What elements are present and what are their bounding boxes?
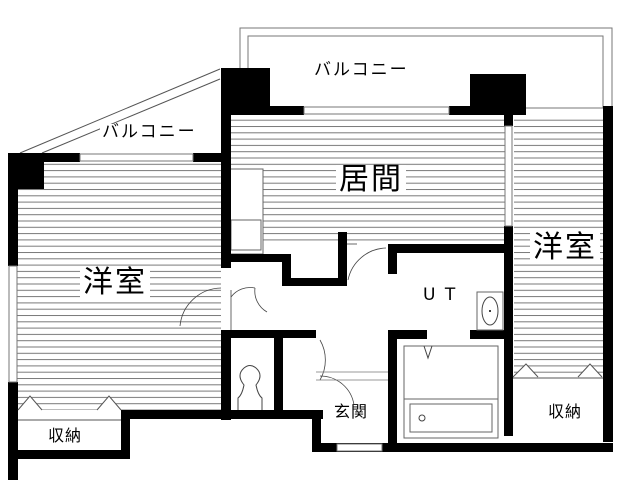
balcony-top-outline xyxy=(239,27,613,109)
kitchen-counter xyxy=(229,168,264,255)
walls xyxy=(8,68,613,482)
balcony-left-label: バルコニー xyxy=(100,122,199,142)
storage-left-label: 収納 xyxy=(46,426,85,445)
door-swings xyxy=(179,243,388,406)
entrance-label: 玄関 xyxy=(332,402,371,421)
living-room-label: 居間 xyxy=(336,165,406,195)
storage-right-label: 収納 xyxy=(546,402,585,421)
toilet xyxy=(237,365,263,410)
utility-label: U T xyxy=(421,285,460,305)
balcony-top-label: バルコニー xyxy=(312,60,411,80)
bathroom xyxy=(397,339,503,443)
windows xyxy=(8,106,513,452)
western-room-right-label: 洋室 xyxy=(530,233,600,263)
western-room-left-label: 洋室 xyxy=(80,268,150,298)
balcony-left-outline xyxy=(19,68,221,154)
